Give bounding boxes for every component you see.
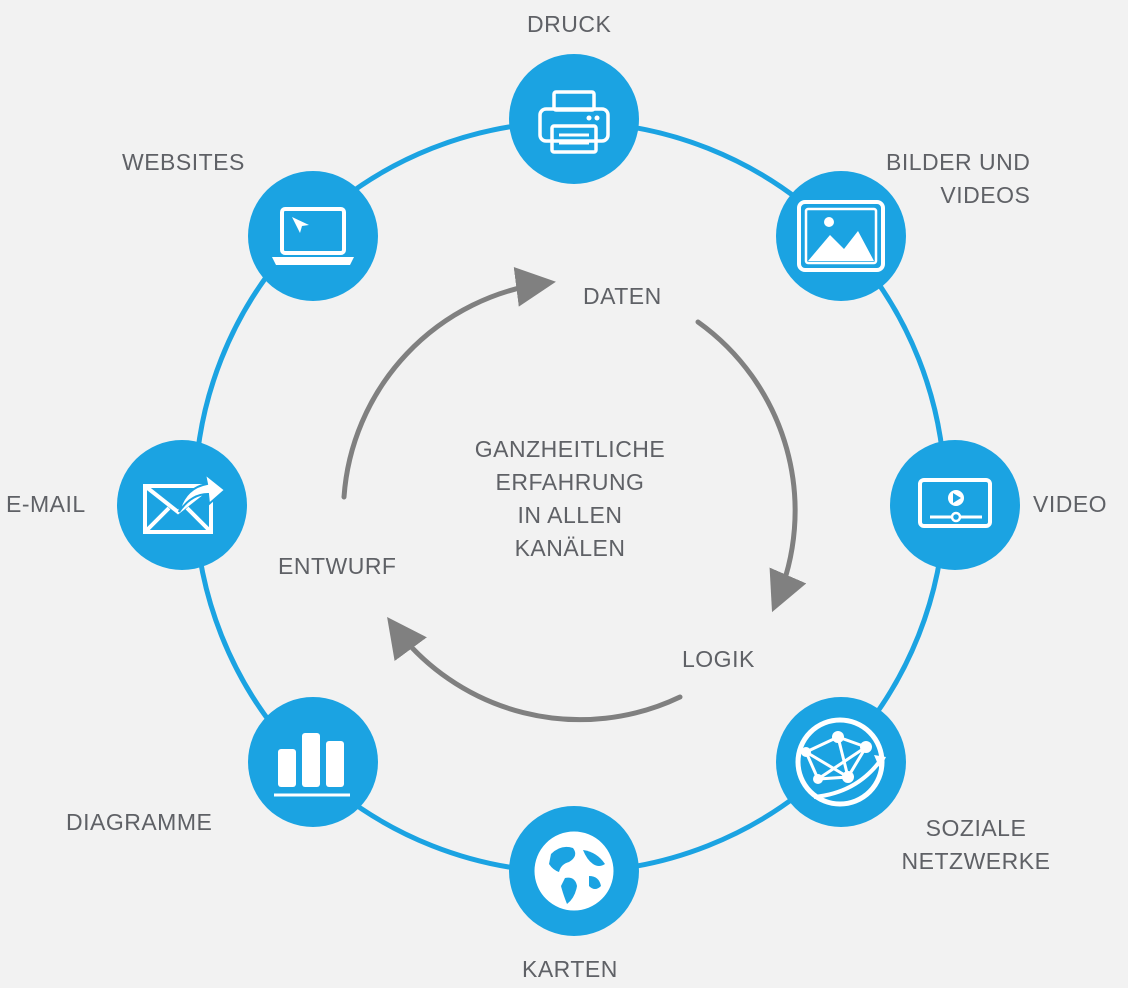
node-bilder-und-videos (776, 171, 906, 301)
globe-icon (534, 831, 614, 911)
center-text: GANZHEITLICHE ERFAHRUNG IN ALLEN KANÄLEN (430, 433, 710, 565)
center-line-1: GANZHEITLICHE (474, 436, 666, 462)
node-websites (248, 171, 378, 301)
label-daten: DATEN (583, 283, 662, 309)
label-diagramme: DIAGRAMME (66, 809, 213, 835)
label-soziale-netzwerke: SOZIALE NETZWERKE (896, 812, 1056, 878)
label-entwurf: ENTWURF (278, 553, 397, 579)
bar-chart-icon (274, 733, 350, 797)
printer-icon (538, 90, 610, 154)
label-bilder-line2: VIDEOS (940, 182, 1031, 208)
laptop-icon (272, 207, 354, 265)
image-icon (797, 200, 885, 272)
label-websites: WEBSITES (122, 149, 245, 175)
label-soziale-line2: NETZWERKE (901, 848, 1051, 874)
node-druck (509, 54, 639, 184)
node-karten (509, 806, 639, 936)
center-line-2: ERFAHRUNG (495, 469, 645, 495)
node-e-mail (117, 440, 247, 570)
node-soziale-netzwerke (776, 697, 906, 827)
center-line-4: KANÄLEN (514, 535, 626, 561)
label-logik: LOGIK (682, 646, 755, 672)
label-soziale-line1: SOZIALE (925, 815, 1027, 841)
network-globe-icon (795, 717, 886, 807)
envelope-icon (143, 471, 227, 534)
video-player-icon (918, 478, 992, 528)
label-bilder-line1: BILDER UND (886, 149, 1031, 175)
node-diagramme (248, 697, 378, 827)
label-bilder-und-videos: BILDER UND VIDEOS (886, 146, 1030, 212)
node-video (890, 440, 1020, 570)
arrow-daten-to-logik (695, 319, 807, 613)
arrow-entwurf-to-daten (341, 266, 556, 500)
label-karten: KARTEN (522, 956, 618, 982)
label-video: VIDEO (1033, 491, 1108, 517)
label-druck: DRUCK (527, 11, 612, 37)
center-line-3: IN ALLEN (517, 502, 623, 528)
label-e-mail: E-MAIL (6, 491, 86, 517)
arrow-logik-to-entwurf (387, 616, 683, 723)
